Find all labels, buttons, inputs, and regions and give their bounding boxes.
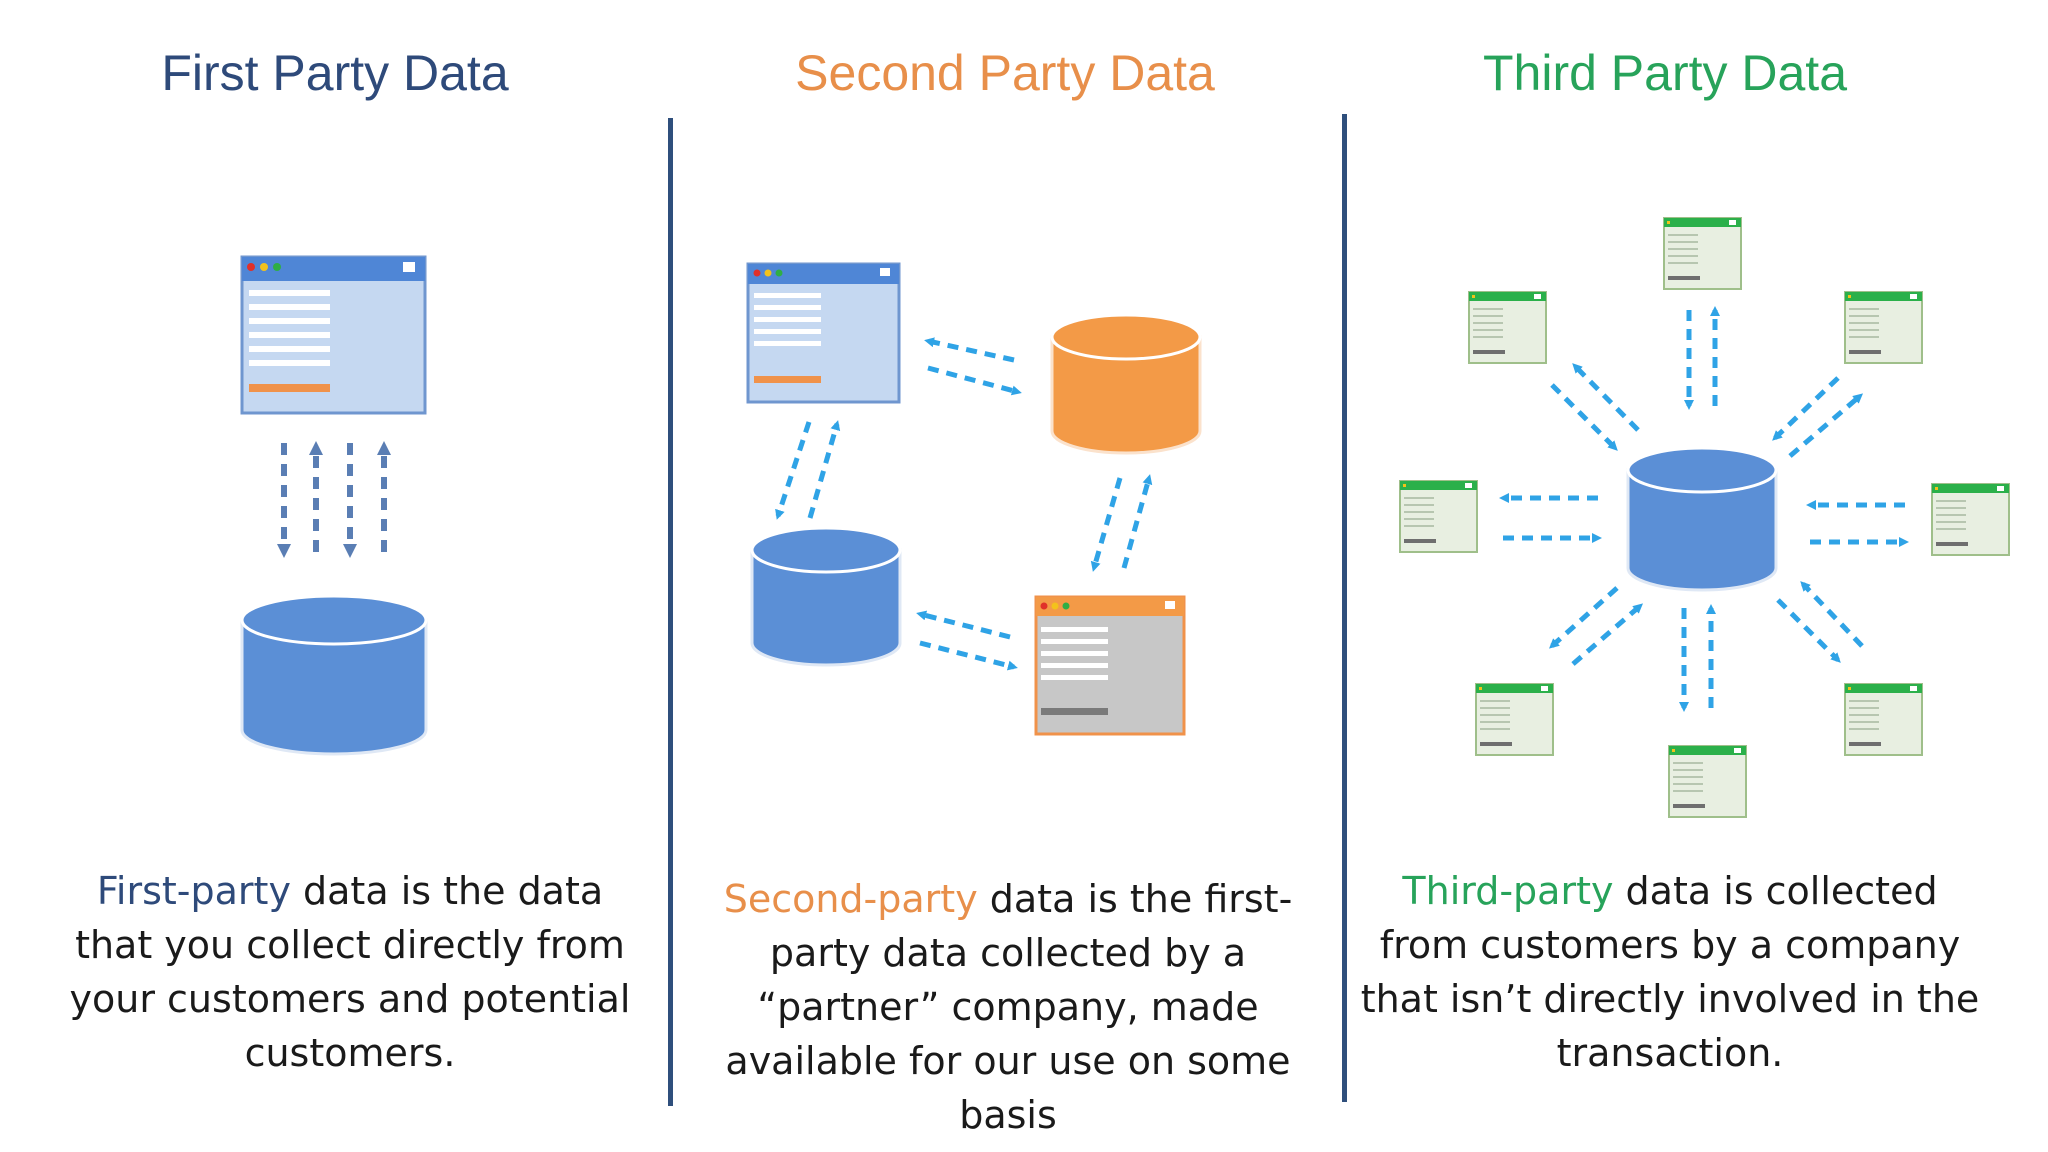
third-party-description: Third-party data is collected from custo… xyxy=(1360,864,1980,1080)
first-party-title: First Party Data xyxy=(161,45,509,101)
column-divider xyxy=(1342,114,1347,1102)
browser-window-icon xyxy=(240,255,427,415)
data-window-icon xyxy=(1844,683,1923,756)
data-window-icon xyxy=(1663,217,1742,290)
first-party-text: data is the data that you collect direct… xyxy=(69,869,631,1075)
dashed-arrow-icon xyxy=(775,337,1153,671)
browser-window-icon xyxy=(746,262,901,404)
dashed-arrow-icon xyxy=(277,441,391,558)
database-icon xyxy=(1050,313,1202,455)
third-party-title: Third Party Data xyxy=(1482,45,1847,101)
data-window-icon xyxy=(1844,291,1923,364)
data-window-icon xyxy=(1931,483,2010,556)
column-divider xyxy=(668,118,673,1106)
database-icon xyxy=(750,526,902,667)
first-party-term: First-party xyxy=(96,869,291,913)
first-party-description: First-party data is the data that you co… xyxy=(60,864,640,1080)
data-window-icon xyxy=(1475,683,1554,756)
database-icon xyxy=(240,594,428,756)
third-party-term: Third-party xyxy=(1402,869,1614,913)
data-window-icon xyxy=(1468,291,1547,364)
second-party-description: Second-party data is the first-party dat… xyxy=(688,872,1328,1142)
data-window-icon xyxy=(1668,745,1747,818)
dashed-arrow-icon xyxy=(1499,306,1909,712)
third-party-text: data is collected from customers by a co… xyxy=(1360,869,1980,1075)
data-window-icon xyxy=(1399,480,1478,553)
database-icon xyxy=(1626,446,1778,592)
browser-window-icon xyxy=(1034,595,1186,736)
second-party-title: Second Party Data xyxy=(795,45,1215,101)
second-party-text: data is the first-party data collected b… xyxy=(725,877,1293,1137)
second-party-term: Second-party xyxy=(723,877,978,921)
